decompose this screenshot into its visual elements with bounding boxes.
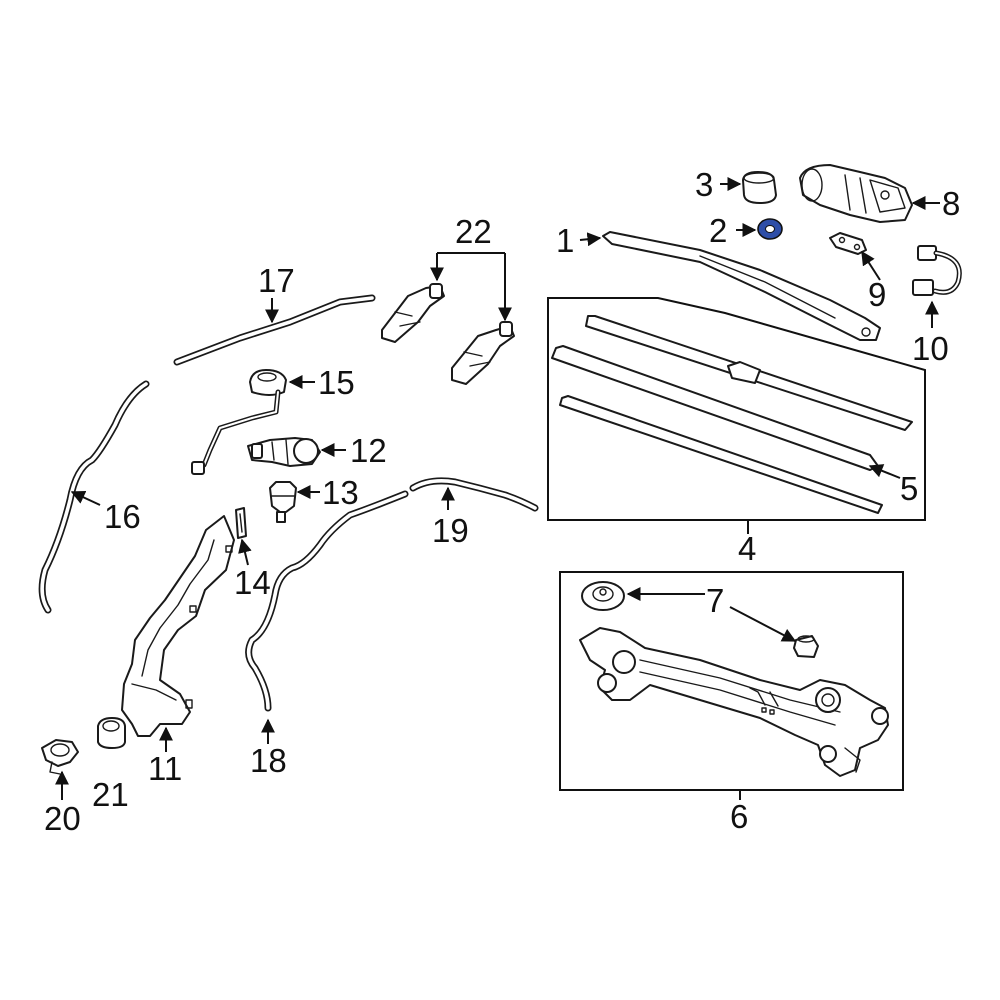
- callout-16: 16: [104, 498, 141, 535]
- level-sensor: [269, 481, 297, 523]
- callout-14: 14: [234, 564, 271, 601]
- callout-17: 17: [258, 262, 295, 299]
- washer-nozzle-right: [451, 321, 515, 385]
- pivot-cap: [742, 171, 777, 204]
- washer-hose-16: [38, 380, 150, 614]
- callout-21: 21: [92, 776, 129, 813]
- washer-reservoir: [121, 515, 235, 737]
- callout-4: 4: [738, 530, 756, 567]
- callout-11: 11: [148, 750, 182, 787]
- callout-19: 19: [432, 512, 469, 549]
- callout-13: 13: [322, 474, 359, 511]
- washer-hose-19: [409, 477, 539, 512]
- washer-hose-17: [173, 294, 376, 366]
- callout-10: 10: [912, 330, 949, 367]
- callout-8: 8: [942, 185, 960, 222]
- callout-2: 2: [709, 212, 727, 249]
- washer-connector-15: [191, 369, 287, 475]
- filler-cap: [41, 739, 79, 775]
- callout-18: 18: [250, 742, 287, 779]
- mounting-clip: [235, 507, 247, 539]
- linkage-box: [559, 571, 904, 791]
- callout-20: 20: [44, 800, 81, 837]
- wiper-arm: [602, 231, 881, 341]
- callout-15: 15: [318, 364, 355, 401]
- callout-22: 22: [455, 213, 492, 250]
- callout-5: 5: [900, 470, 918, 507]
- callout-3: 3: [695, 166, 713, 203]
- wiring-harness: [912, 245, 962, 296]
- wiper-motor: [799, 164, 913, 223]
- pump-grommet: [97, 717, 126, 749]
- washer-pump: [247, 437, 321, 467]
- nut-highlighted: [757, 218, 783, 240]
- motor-bracket: [829, 232, 867, 255]
- callout-7: 7: [706, 582, 724, 619]
- callout-6: 6: [730, 798, 748, 835]
- washer-nozzle-left: [381, 283, 445, 343]
- callout-12: 12: [350, 432, 387, 469]
- callout-1: 1: [556, 222, 574, 259]
- callout-9: 9: [868, 276, 886, 313]
- washer-hose-18: [245, 490, 409, 712]
